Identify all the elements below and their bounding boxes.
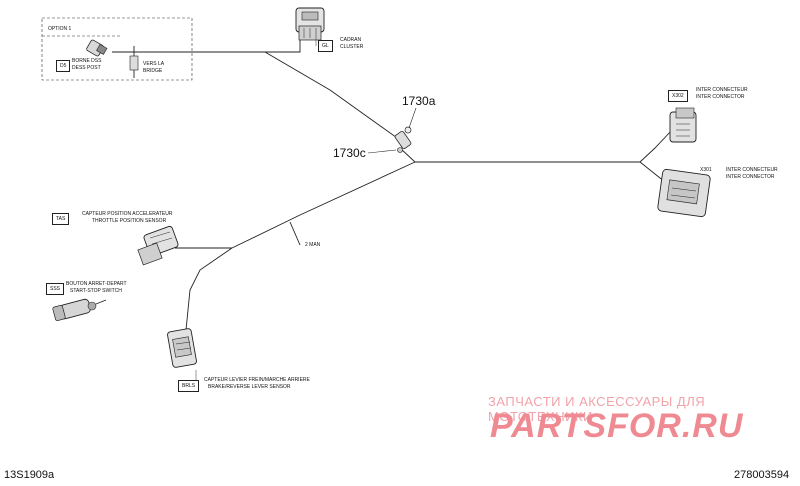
option-splice [129, 55, 139, 71]
brake-label-en: BRAKE/REVERSE LEVER SENSOR [208, 384, 291, 390]
inter-top-label-fr: INTER CONNECTEUR [696, 87, 748, 93]
footer-drawing-id: 13S1909a [4, 469, 55, 481]
brake-label-fr: CAPTEUR LEVIER FREIN/MARCHE ARRIERE [204, 377, 310, 383]
brake-reverse-sensor [167, 328, 197, 368]
option-wire-note-a: VERS LA [143, 61, 165, 67]
callout-1730c: 1730c [333, 146, 366, 160]
callout-1730a: 1730a [402, 94, 436, 108]
throttle-label-en: THROTTLE POSITION SENSOR [92, 218, 167, 224]
inter-bottom-code: X301 [700, 167, 712, 173]
start-stop-switch [52, 298, 107, 321]
option-dess-code: D5 [56, 60, 71, 72]
option-dess-label-fr: BORNE DSS [72, 58, 102, 64]
cluster-label-en: CLUSTER [340, 44, 364, 50]
start-stop-label-en: START-STOP SWITCH [70, 288, 122, 294]
throttle-position-sensor [137, 225, 179, 266]
inter-bottom-label-fr: INTER CONNECTEUR [726, 167, 778, 173]
throttle-code: TAS [52, 213, 70, 225]
inter-bottom-label-en: INTER CONNECTOR [726, 174, 775, 180]
option-dess-label-en: DESS POST [72, 65, 101, 71]
footer-part-number: 278003594 [734, 469, 790, 481]
callout-1730a-leader [408, 107, 417, 129]
inter-top-code: X302 [668, 90, 688, 102]
grommet-1730 [394, 126, 412, 153]
cluster-code: GL [318, 40, 333, 52]
watermark-logo: PARTSFOR.RU [490, 407, 744, 445]
brake-code: BRLS [178, 380, 200, 392]
start-stop-label-fr: BOUTON ARRET-DEPART [66, 281, 127, 287]
cluster-connector [295, 7, 325, 41]
cluster-label-fr: CADRAN [340, 37, 362, 43]
inter-connector-x301 [657, 168, 711, 218]
option-wire-note-b: BRIDGE [143, 68, 163, 74]
start-stop-code: SSS [46, 283, 65, 295]
option-box-frame [41, 17, 193, 81]
inter-top-label-en: INTER CONNECTOR [696, 94, 745, 100]
branch-tag: 2 MAN [305, 242, 321, 248]
watermark-tagline: ЗАПЧАСТИ И АКСЕССУАРЫ ДЛЯ МОТОТЕХНИКИ [488, 394, 706, 424]
throttle-label-fr: CAPTEUR POSITION ACCELERATEUR [82, 211, 173, 217]
main-harness [175, 38, 673, 331]
dess-post-connector [86, 39, 108, 57]
callout-1730c-leader [367, 149, 397, 154]
option-box-title: OPTION 1 [48, 26, 72, 32]
inter-connector-x302 [669, 107, 697, 143]
